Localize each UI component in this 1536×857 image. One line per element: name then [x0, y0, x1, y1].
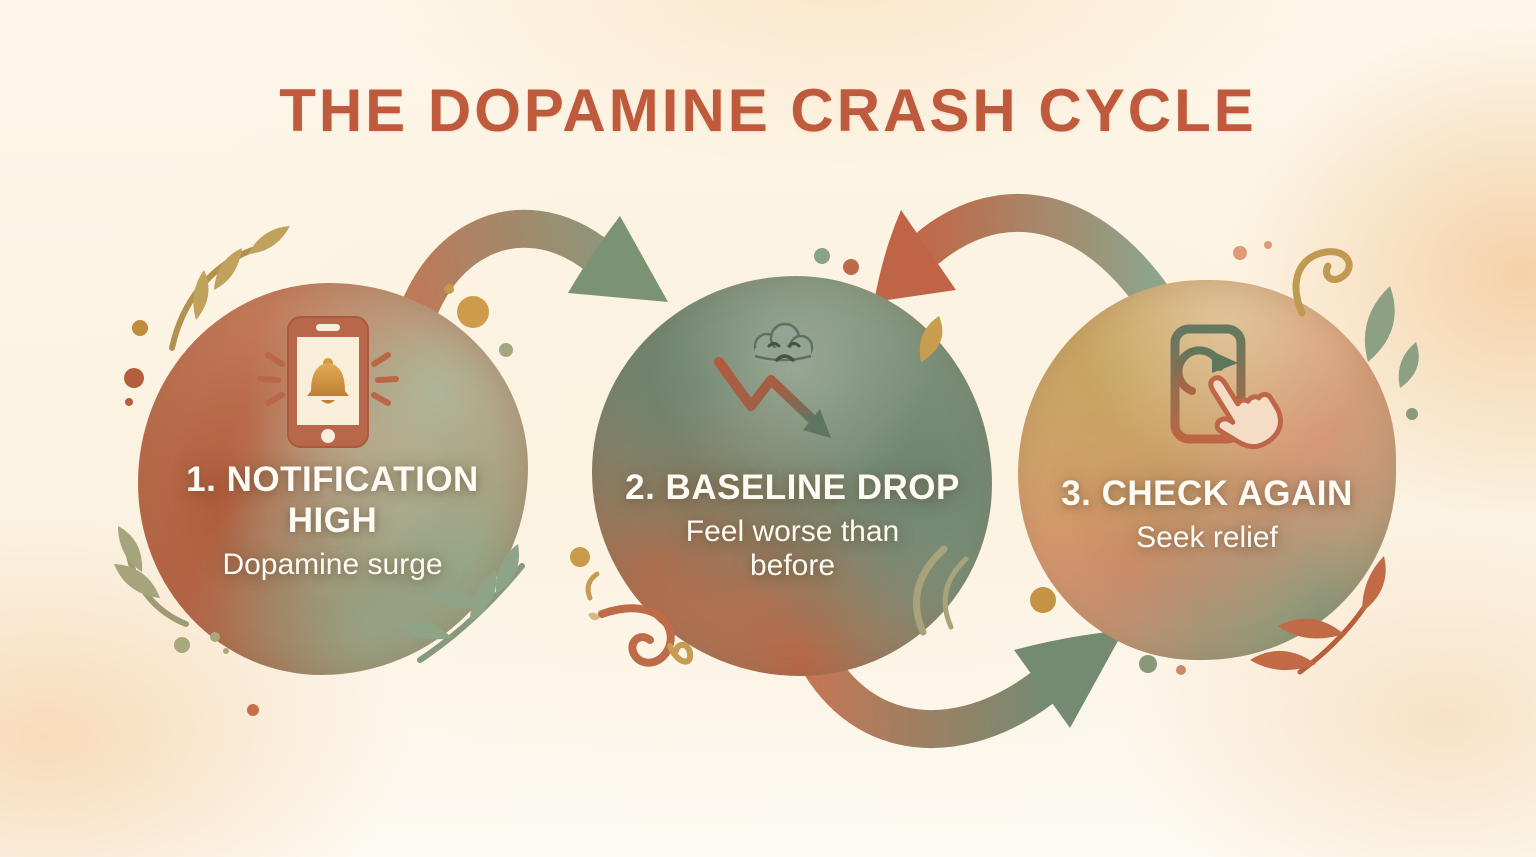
terracotta-leaves-bottom-right-decoration — [1250, 556, 1386, 675]
phone-refresh-tap-icon — [1170, 324, 1283, 450]
node-3-title: 3. CHECK AGAIN — [1061, 474, 1353, 513]
green-leaves-right-decoration — [1364, 286, 1419, 420]
gold-swirl-top-right-decoration — [1292, 248, 1353, 317]
olive-branch-decoration — [114, 526, 189, 627]
dots-above-node2 — [814, 248, 859, 275]
node-3-text: 3. CHECK AGAIN Seek relief — [1032, 474, 1382, 555]
node-1-text: 1. NOTIFICATION HIGH Dopamine surge — [160, 460, 505, 582]
cycle-node-3-blob — [1018, 280, 1396, 660]
node-1-title: 1. NOTIFICATION HIGH — [186, 460, 479, 540]
node-2-title: 2. BASELINE DROP — [625, 468, 960, 507]
tapping-hand-glyph — [1208, 375, 1283, 450]
bell-glyph — [307, 358, 349, 404]
refresh-arrow-glyph — [1174, 346, 1238, 395]
swoosh-lines-decoration — [912, 545, 969, 636]
dots-left-decoration — [124, 320, 148, 406]
green-branch-decoration — [396, 544, 525, 663]
gold-branch-decoration — [169, 226, 290, 351]
node-3-subtitle: Seek relief — [1136, 520, 1278, 554]
node-2-subtitle: Feel worse than before — [685, 514, 900, 583]
gold-dots-above-node1 — [444, 284, 513, 357]
dots-above-node3 — [1233, 241, 1272, 260]
node-2-text: 2. BASELINE DROP Feel worse than before — [605, 468, 980, 584]
sad-cloud-declining-chart-icon — [703, 322, 837, 444]
arrow-3-to-2 — [874, 194, 1174, 319]
dots-bottom-left-decoration — [174, 632, 259, 716]
infographic-title: THE DOPAMINE CRASH CYCLE — [279, 77, 1257, 144]
gold-leaf-right-of-node2 — [919, 316, 943, 362]
swirl-ornament-decoration — [570, 547, 694, 667]
dots-between-node2-node3 — [1030, 587, 1186, 675]
node-1-subtitle: Dopamine surge — [222, 547, 443, 581]
sad-cloud-glyph — [753, 322, 814, 383]
cycle-node-1-blob — [138, 283, 528, 675]
phone-notification-bell-icon — [257, 316, 399, 448]
